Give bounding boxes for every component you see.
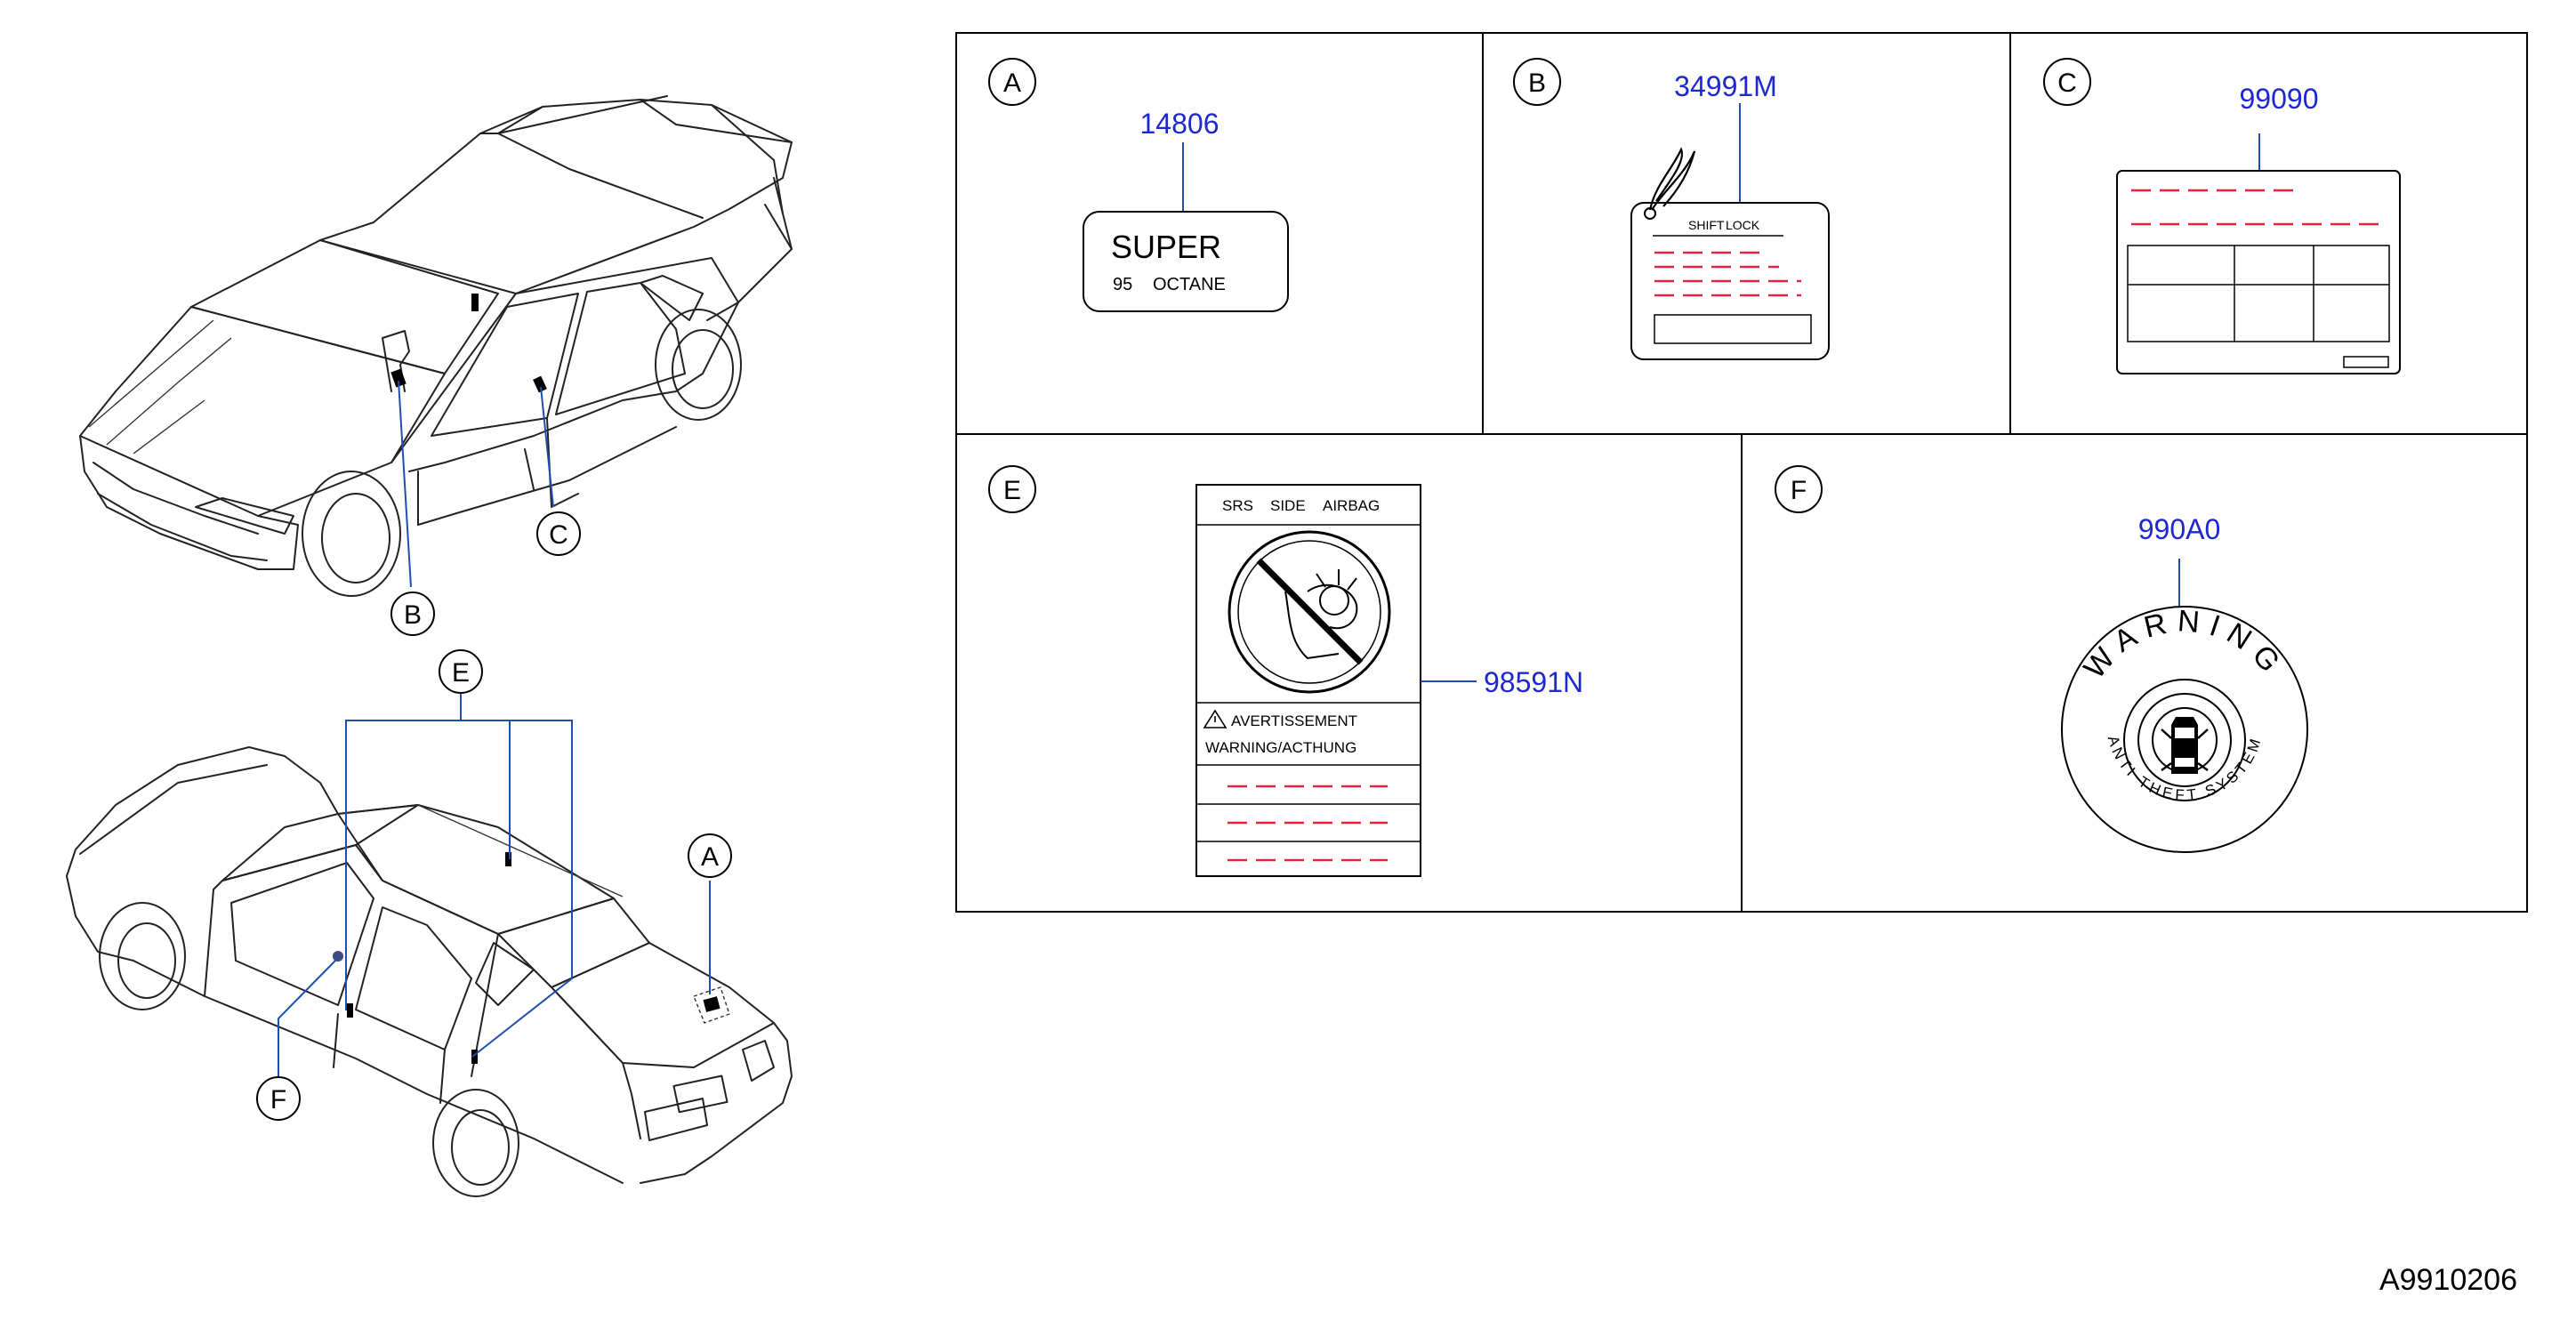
panel-a: A 14806 SUPER 95 OCTANE xyxy=(988,58,1289,312)
callout-b: B xyxy=(390,592,435,636)
svg-text:WARNING/ACTHUNG: WARNING/ACTHUNG xyxy=(1205,739,1356,756)
diagram-code: A9910206 xyxy=(2379,1263,2517,1297)
svg-text:E: E xyxy=(452,658,470,688)
part-number-b: 34991M xyxy=(1674,70,1777,102)
car-security-icon xyxy=(2123,679,2246,801)
svg-text:B: B xyxy=(1528,68,1546,98)
panel-f: F 990A0 WARNING ANTI THEFT SYSTEM xyxy=(1775,465,2308,853)
leader-e xyxy=(345,694,573,1058)
svg-text:A: A xyxy=(701,842,719,872)
emission-label xyxy=(2116,170,2401,374)
svg-text:F: F xyxy=(270,1085,286,1115)
svg-text:SUPER: SUPER xyxy=(1111,229,1221,265)
svg-text:AIRBAG: AIRBAG xyxy=(1323,497,1380,514)
panel-c: C 99090 xyxy=(2043,58,2401,374)
leader-f xyxy=(278,960,336,1076)
callout-a: A xyxy=(688,833,732,878)
car-front-view xyxy=(79,95,793,597)
callout-c: C xyxy=(536,511,581,556)
svg-text:SRS: SRS xyxy=(1222,497,1253,514)
svg-text:AVERTISSEMENT: AVERTISSEMENT xyxy=(1231,712,1357,729)
panel-e: E SRS SIDE AIRBAG AVERTISSEMENT WARNING/… xyxy=(988,465,1583,877)
part-number-e: 98591N xyxy=(1484,666,1583,698)
panel-grid xyxy=(955,32,2528,913)
part-number-c: 99090 xyxy=(2240,83,2319,115)
svg-text:E: E xyxy=(1003,476,1021,505)
svg-text:SHIFT: SHIFT xyxy=(1688,218,1725,232)
car-rear-view xyxy=(66,746,793,1197)
svg-text:LOCK: LOCK xyxy=(1726,218,1760,232)
svg-text:C: C xyxy=(2057,68,2077,98)
svg-text:95: 95 xyxy=(1113,275,1132,294)
leader-b xyxy=(398,380,412,588)
svg-text:C: C xyxy=(549,520,568,550)
warning-triangle-icon xyxy=(1203,709,1228,728)
part-number-f: 990A0 xyxy=(2138,513,2221,545)
svg-text:OCTANE: OCTANE xyxy=(1153,275,1226,294)
srs-airbag-label xyxy=(1195,484,1421,877)
leader-c xyxy=(540,386,554,508)
string-tag-icon xyxy=(1644,147,1696,220)
callout-e: E xyxy=(439,649,483,694)
svg-text:SIDE: SIDE xyxy=(1270,497,1306,514)
panel-b: B 34991M SHIFT LOCK xyxy=(1513,58,1830,360)
svg-text:B: B xyxy=(404,600,422,630)
part-number-a: 14806 xyxy=(1140,108,1220,140)
airbag-prohibition-icon xyxy=(1228,530,1391,694)
callout-f: F xyxy=(256,1076,301,1121)
anti-theft-sticker: WARNING ANTI THEFT SYSTEM xyxy=(2061,604,2308,853)
svg-text:F: F xyxy=(1791,476,1807,505)
fuel-label xyxy=(1083,211,1289,312)
svg-text:A: A xyxy=(1003,68,1021,98)
